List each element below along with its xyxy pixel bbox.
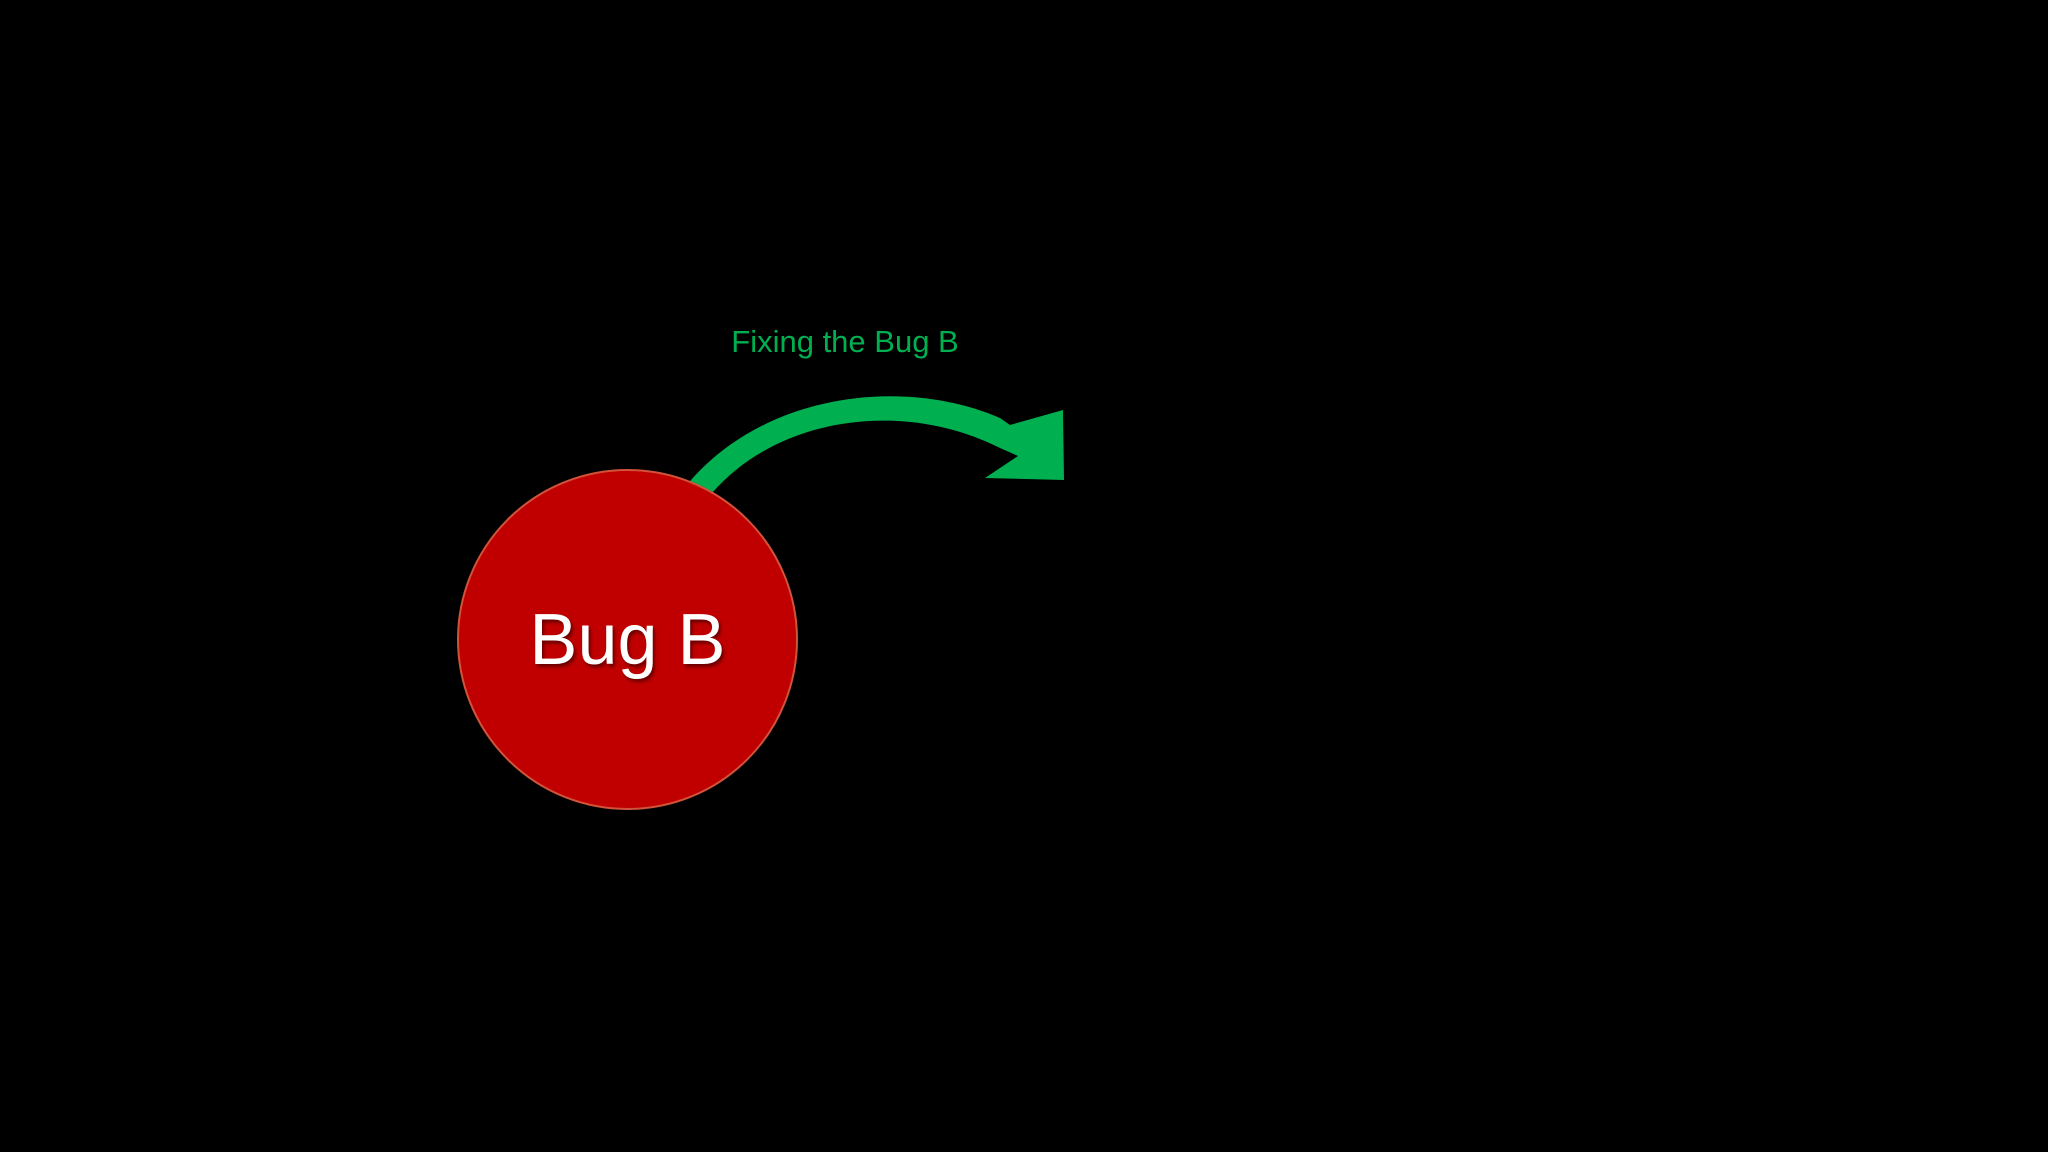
bug-node-label: Bug B [529,599,726,680]
arrow-label: Fixing the Bug B [731,324,959,359]
bug-node: Bug B [457,469,798,810]
curved-arrow-icon [686,396,1064,493]
